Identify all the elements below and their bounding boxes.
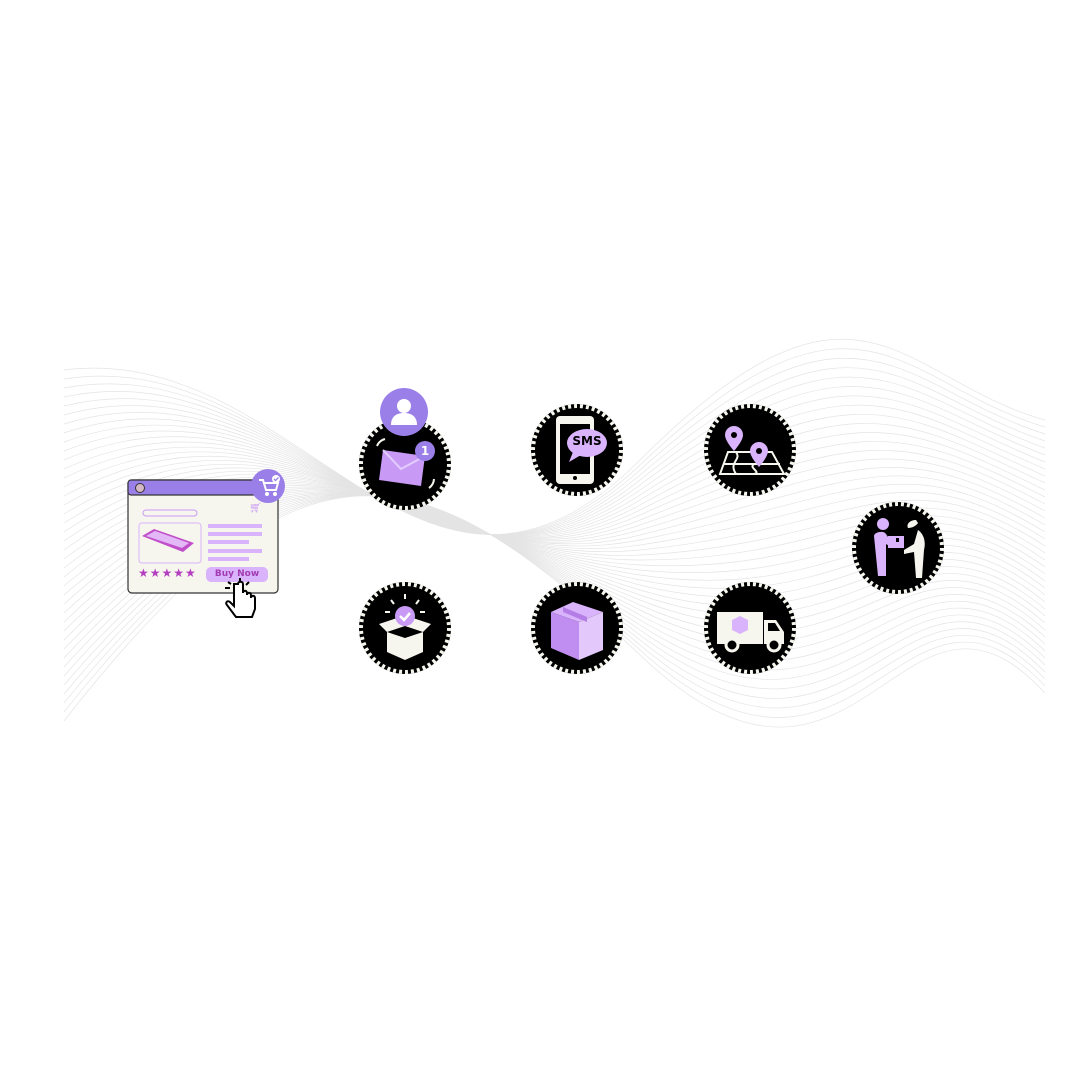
- wave-line: [63, 467, 1046, 550]
- sms-label: SMS: [572, 434, 602, 448]
- buy-now-button[interactable]: Buy Now: [206, 567, 268, 582]
- wave-line: [63, 460, 1046, 545]
- wave-line: [63, 404, 1046, 537]
- wave-line: [63, 446, 1046, 540]
- wave-line: [63, 367, 1046, 536]
- step-order-confirmed: [357, 580, 453, 676]
- wave-line: [63, 339, 1046, 535]
- step-shipping: [702, 580, 798, 676]
- wave-line: [63, 357, 1046, 535]
- package-box-icon: [531, 582, 623, 674]
- envelope-icon: [376, 438, 435, 489]
- hand-cursor-icon: [224, 576, 264, 622]
- rating-stars: ★★★★★: [138, 566, 197, 580]
- cart-icon: 🛒︎: [249, 503, 262, 514]
- wave-line: [63, 470, 1046, 552]
- check-icon: [395, 606, 415, 626]
- step-route-tracking: [702, 402, 798, 498]
- step-sms-notification: SMS: [529, 402, 625, 498]
- notification-count-badge: 1: [415, 441, 435, 461]
- wave-line: [63, 376, 1046, 536]
- step-delivered: [850, 500, 946, 596]
- step-packaged: [529, 580, 625, 676]
- wave-line: [63, 432, 1046, 538]
- map-pin-icon: [725, 426, 768, 467]
- wave-line: [63, 348, 1046, 535]
- step-email-notification: 1: [357, 416, 453, 512]
- wave-line: [63, 451, 1046, 542]
- wave-line: [63, 414, 1046, 537]
- wave-line: [63, 423, 1046, 538]
- wave-line: [63, 441, 1046, 539]
- delivery-truck-icon: [704, 582, 796, 674]
- cart-check-icon: [251, 469, 285, 503]
- wave-line: [63, 463, 1046, 547]
- wave-line: [63, 395, 1046, 536]
- shop-window: ★★★★★ Buy Now 🛒︎: [126, 466, 291, 626]
- wave-line: [63, 456, 1046, 543]
- wave-line: [63, 386, 1046, 536]
- user-avatar-icon: [380, 388, 428, 436]
- handover-icon: [874, 518, 925, 578]
